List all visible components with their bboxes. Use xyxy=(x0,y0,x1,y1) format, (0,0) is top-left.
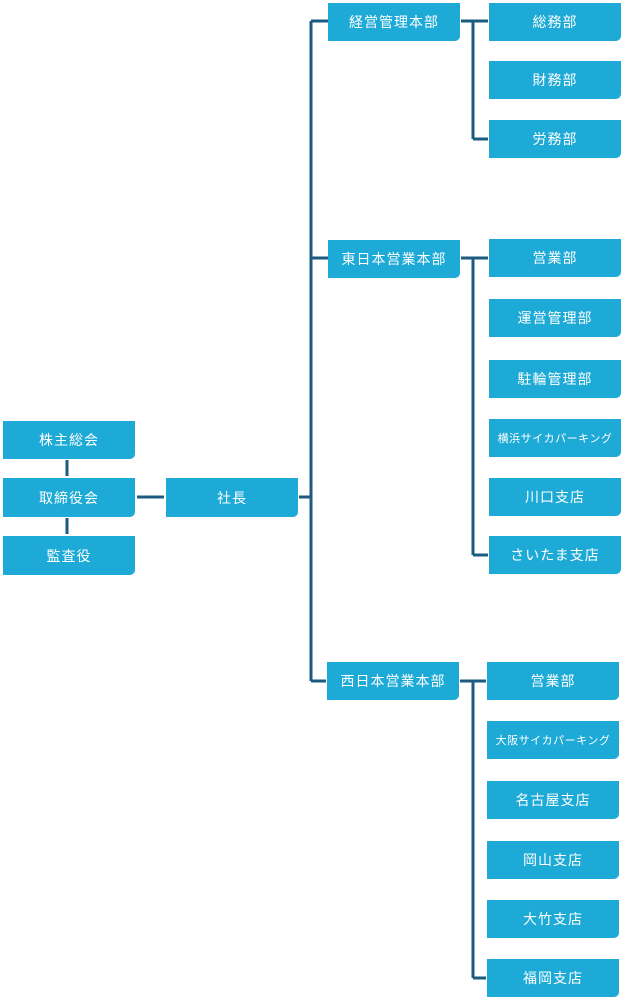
president-label: 社長 xyxy=(217,490,247,507)
board-of-directors-label: 取締役会 xyxy=(39,490,99,507)
division-box: 東日本営業本部 xyxy=(328,240,460,278)
board-of-directors-box: 取締役会 xyxy=(3,478,135,517)
department-label: 川口支店 xyxy=(525,490,585,506)
department-label: 総務部 xyxy=(532,15,578,31)
department-box: 大阪サイカパーキング xyxy=(487,721,619,759)
department-box: 名古屋支店 xyxy=(487,781,619,819)
division-box: 経営管理本部 xyxy=(328,3,460,41)
department-label: さいたま支店 xyxy=(510,548,600,564)
department-label: 大竹支店 xyxy=(523,912,583,928)
auditor-label: 監査役 xyxy=(46,548,92,565)
shareholders-meeting-box: 株主総会 xyxy=(3,421,135,459)
department-box: 労務部 xyxy=(489,120,621,158)
division-label: 東日本営業本部 xyxy=(341,252,447,268)
department-box: 財務部 xyxy=(489,61,621,99)
department-box: 総務部 xyxy=(489,3,621,41)
department-label: 運営管理部 xyxy=(517,311,593,327)
department-label: 横浜サイカパーキング xyxy=(497,432,613,445)
auditor-box: 監査役 xyxy=(3,536,135,575)
division-label: 西日本営業本部 xyxy=(340,674,446,690)
department-label: 営業部 xyxy=(530,674,576,690)
department-label: 大阪サイカパーキング xyxy=(495,734,611,747)
department-box: 営業部 xyxy=(489,239,621,277)
department-box: 岡山支店 xyxy=(487,841,619,879)
department-box: 営業部 xyxy=(487,662,619,700)
division-label: 経営管理本部 xyxy=(349,15,439,31)
department-label: 名古屋支店 xyxy=(515,793,591,809)
department-label: 駐輪管理部 xyxy=(517,372,593,388)
department-label: 財務部 xyxy=(532,73,578,89)
department-box: 川口支店 xyxy=(489,478,621,516)
department-box: 大竹支店 xyxy=(487,900,619,938)
department-label: 岡山支店 xyxy=(523,853,583,869)
department-box: 横浜サイカパーキング xyxy=(489,419,621,457)
president-box: 社長 xyxy=(166,478,298,517)
department-box: 駐輪管理部 xyxy=(489,360,621,398)
division-box: 西日本営業本部 xyxy=(327,662,459,700)
department-label: 営業部 xyxy=(532,251,578,267)
department-label: 労務部 xyxy=(532,132,578,148)
department-box: さいたま支店 xyxy=(489,536,621,574)
department-label: 福岡支店 xyxy=(523,971,583,987)
department-box: 運営管理部 xyxy=(489,299,621,337)
shareholders-meeting-label: 株主総会 xyxy=(39,433,99,449)
department-box: 福岡支店 xyxy=(487,959,619,997)
